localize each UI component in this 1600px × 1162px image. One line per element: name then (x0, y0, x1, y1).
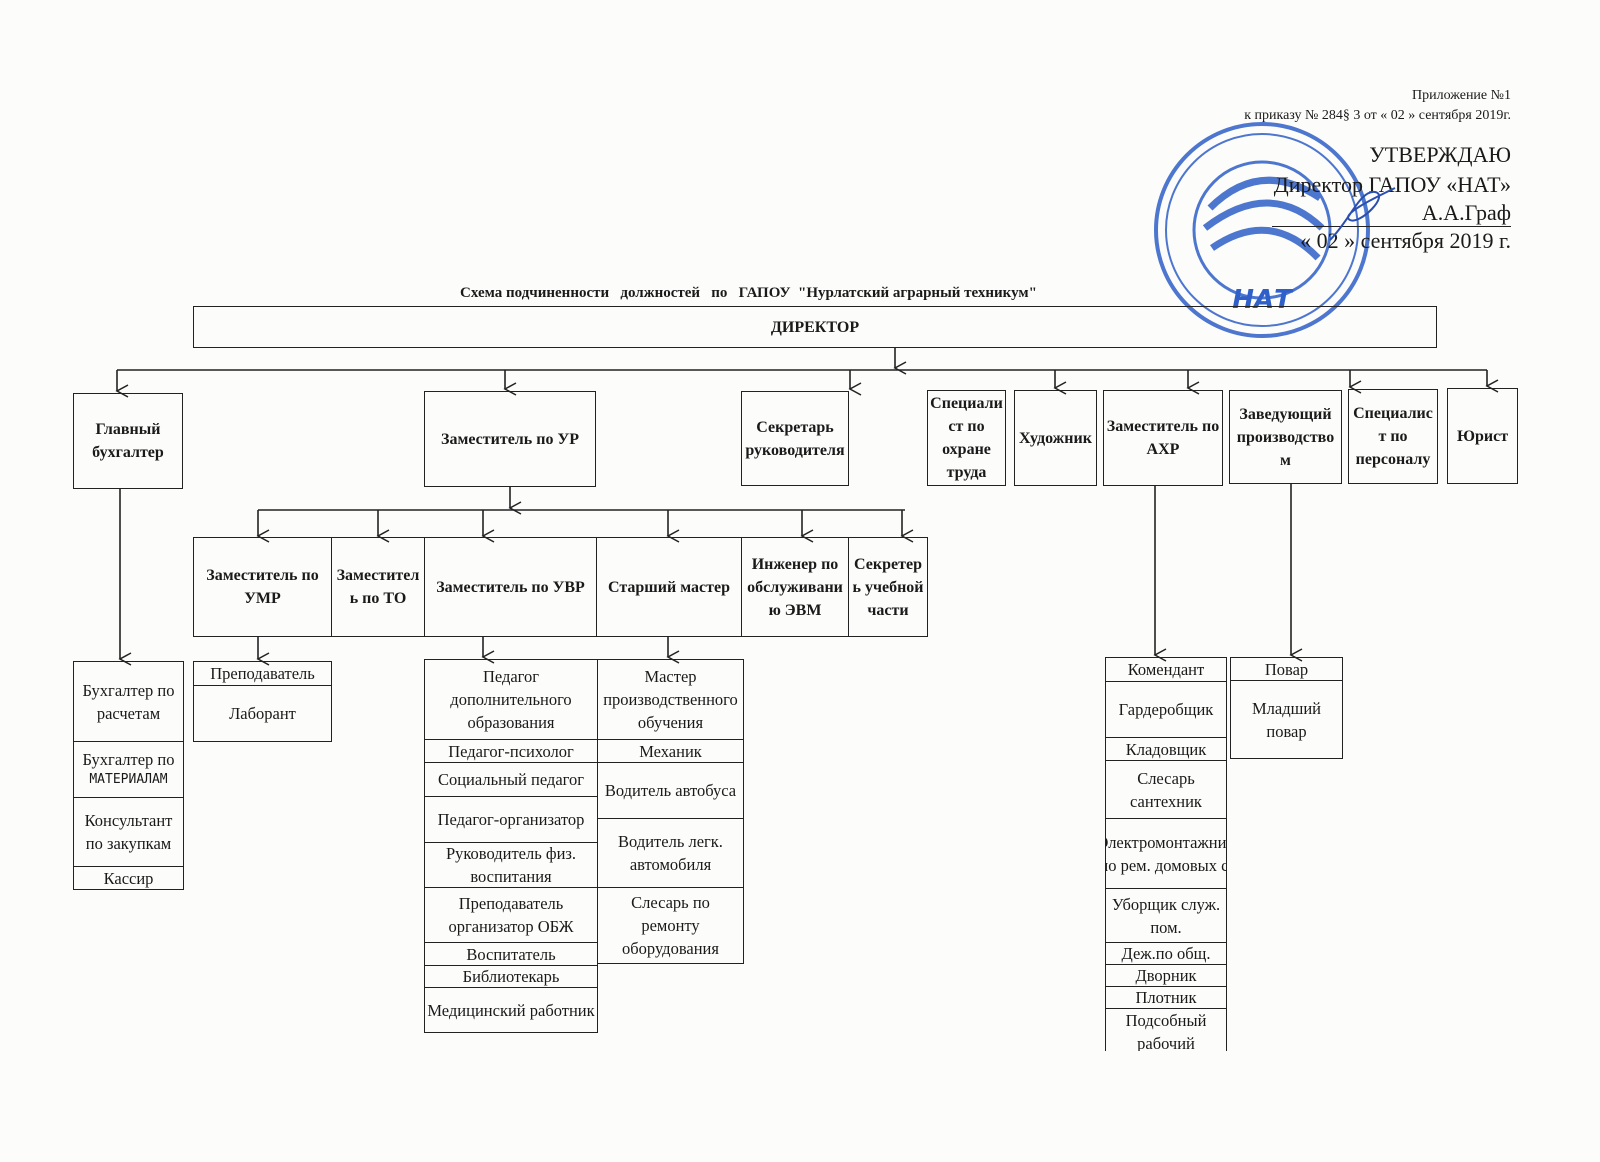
uvr-staff-column: Педагог дополнительного образования Педа… (424, 659, 598, 1033)
staff-cell: Водитель легк. автомобиля (598, 819, 743, 888)
staff-cell: Бухгалтер по МАТЕРИАЛАМ (74, 742, 183, 798)
staff-cell: Библиотекарь (425, 966, 597, 988)
staff-cell: Комендант (1106, 658, 1226, 682)
staff-cell: Преподаватель организатор ОБЖ (425, 888, 597, 943)
computer-engineer-box: Инженер по обслуживанию ЭВМ (741, 537, 849, 637)
chart-title: Схема подчиненности должностей по ГАПОУ … (460, 285, 1037, 301)
staff-cell: Медицинский работник (425, 988, 597, 1033)
hr-specialist-box: Специалист по персоналу (1348, 389, 1438, 484)
ahr-staff-column: Комендант Гардеробщик Кладовщик Слесарь … (1105, 657, 1227, 1051)
staff-cell: Дворник (1106, 965, 1226, 987)
lawyer-box: Юрист (1447, 388, 1518, 484)
master-staff-column: Мастер производственного обучения Механи… (597, 659, 744, 964)
deputy-uvr-box: Заместитель по УВР (424, 537, 597, 637)
staff-cell: Деж.по общ. (1106, 943, 1226, 965)
production-staff-column: Повар Младший повар (1230, 657, 1343, 759)
staff-cell: Мастер производственного обучения (598, 660, 743, 740)
staff-cell: Слесарь сантехник (1106, 761, 1226, 819)
deputy-ur-box: Заместитель по УР (424, 391, 596, 487)
deputy-ahr-box: Заместитель по АХР (1103, 390, 1223, 486)
staff-cell: Подсобный рабочий (1125, 1011, 1207, 1051)
staff-cell: Педагог-психолог (425, 740, 597, 763)
staff-cell: Механик (598, 740, 743, 763)
staff-cell: Гардеробщик (1106, 682, 1226, 738)
senior-master-box: Старший мастер (596, 537, 742, 637)
director-box: ДИРЕКТОР (193, 306, 1437, 348)
staff-cell: Электромонтажник по рем. домовых с. (1106, 819, 1226, 889)
staff-cell: Кладовщик (1106, 738, 1226, 761)
signature (1329, 187, 1396, 241)
umr-staff-column: Преподаватель Лаборант (193, 661, 332, 742)
staff-cell: Повар (1231, 658, 1342, 681)
staff-cell: Слесарь по ремонту оборудования (598, 888, 743, 964)
staff-cell: Водитель автобуса (598, 763, 743, 819)
staff-cell: Руководитель физ. воспитания (425, 843, 597, 888)
appendix-label: Приложение №1 (1412, 88, 1511, 103)
production-head-box: Заведующий производством (1229, 390, 1342, 484)
safety-specialist-box: Специалист по охране труда (927, 390, 1006, 486)
handwritten-addition: МАТЕРИАЛАМ (89, 771, 168, 787)
director-signature-line: А.А.Граф (1271, 200, 1511, 227)
staff-cell-label: Бухгалтер по (82, 749, 175, 769)
accounting-staff-column: Бухгалтер по расчетам Бухгалтер по МАТЕР… (73, 661, 184, 890)
approve-heading: УТВЕРЖДАЮ (1369, 142, 1511, 167)
staff-cell: Младший повар (1231, 681, 1342, 759)
official-stamp: НАТ (1154, 122, 1370, 338)
chief-accountant-box: Главный бухгалтер (73, 393, 183, 489)
approval-date: « 02 » сентября 2019 г. (1300, 228, 1511, 253)
staff-cell: Педагог дополнительного образования (425, 660, 597, 740)
secretary-box: Секретарь руководителя (741, 391, 849, 486)
artist-box: Художник (1014, 390, 1097, 486)
staff-cell: Преподаватель (194, 662, 331, 686)
order-reference: к приказу № 284§ 3 от « 02 » сентября 20… (1244, 108, 1511, 123)
stamp-logo-text: НАТ (1232, 285, 1294, 315)
staff-cell: Социальный педагог (425, 763, 597, 797)
staff-cell: Лаборант (194, 686, 331, 742)
staff-cell: Уборщик служ. пом. (1106, 889, 1226, 943)
academic-secretary-box: Секретерь учебной части (848, 537, 928, 637)
director-title: Директор ГАПОУ «НАТ» (1273, 172, 1511, 197)
staff-cell: Консультант по закупкам (74, 798, 183, 867)
staff-cell: Педагог-организатор (425, 797, 597, 843)
deputy-to-box: Заместитель по ТО (331, 537, 425, 637)
staff-cell: Кассир (74, 867, 183, 890)
deputy-umr-box: Заместитель по УМР (193, 537, 332, 637)
staff-cell: Воспитатель (425, 943, 597, 966)
staff-cell: Плотник (1106, 987, 1226, 1009)
staff-cell: Бухгалтер по расчетам (74, 662, 183, 742)
